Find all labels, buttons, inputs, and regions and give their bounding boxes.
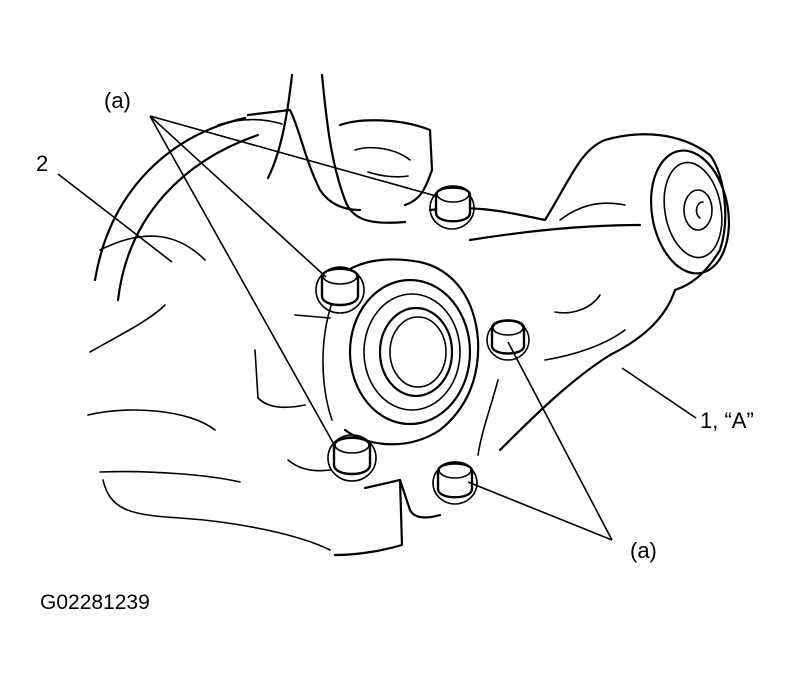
hub-assembly (254, 258, 480, 557)
label-bolts-bottom: (a) (630, 538, 657, 563)
figure-code: G02281239 (40, 591, 150, 614)
bolt-bottom (432, 461, 478, 505)
arm-bushing (649, 149, 731, 275)
label-part-2: 2 (36, 151, 49, 176)
bolt-top (429, 185, 475, 230)
leader-lines (57, 115, 697, 541)
bolt-right (486, 319, 530, 361)
knuckle-upper-arm (217, 73, 434, 224)
bolt-lower-left (327, 434, 377, 482)
label-bolts-top: (a) (104, 88, 131, 113)
label-part-1: 1, “A” (700, 408, 754, 433)
brake-disc-outline (87, 116, 331, 551)
bolt-upper-left (315, 266, 365, 314)
